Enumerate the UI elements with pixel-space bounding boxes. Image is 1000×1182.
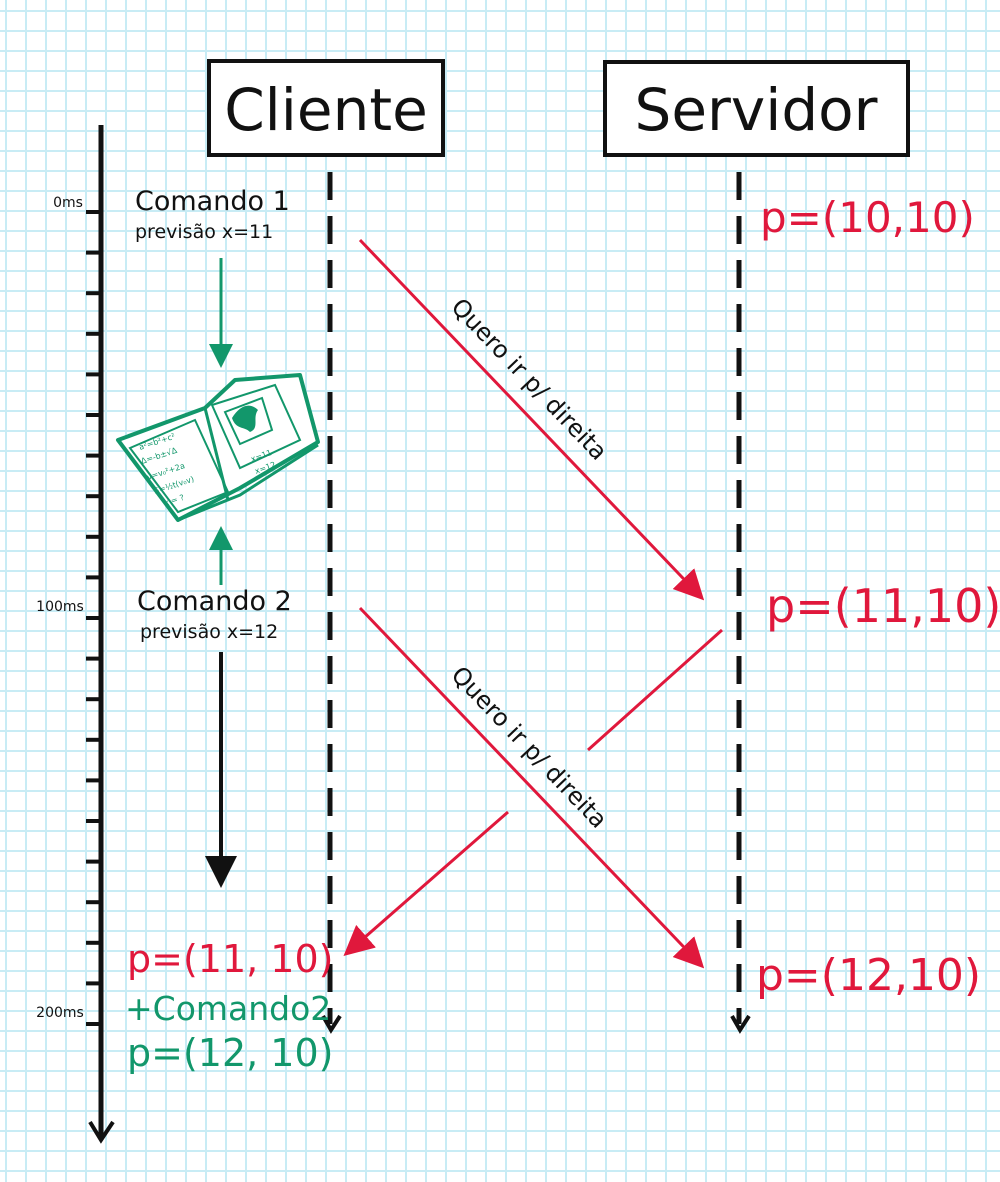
time-axis-ticks — [86, 210, 101, 1026]
command-1-label: Comando 1 — [135, 186, 290, 217]
request-1-label: Quero ir p/ direita — [446, 293, 613, 466]
client-lane-header: Cliente — [207, 59, 445, 157]
server-state-1: p=(11,10) — [766, 579, 1000, 633]
server-state-2: p=(12,10) — [756, 950, 981, 1001]
client-final-state: p=(12, 10) — [127, 1031, 333, 1075]
open-book-with-dragon-icon: a²=b²+c² Δ=-b±√Δ v=v₀²+2a S=½t(v₀v) x = … — [116, 373, 320, 522]
prediction-2-label: previsão x=12 — [140, 621, 278, 643]
server-lifeline-arrow-icon — [730, 1014, 751, 1034]
prediction-1-label: previsão x=11 — [135, 221, 273, 243]
tick-label-0ms: 0ms — [53, 195, 83, 211]
client-lifeline-arrow-icon — [321, 1014, 342, 1034]
response-arrow-segment-2 — [343, 810, 509, 956]
command-2-label: Comando 2 — [137, 586, 292, 617]
client-reapply-command: +Comando2 — [125, 989, 331, 1028]
request-2-arrow — [358, 606, 705, 969]
time-axis-arrow-icon — [88, 1120, 115, 1144]
request-2-label: Quero ir p/ direita — [446, 661, 613, 834]
tick-label-200ms: 200ms — [36, 1005, 84, 1021]
server-label: Servidor — [635, 76, 878, 144]
time-axis: 0ms 100ms 200ms — [36, 125, 115, 1144]
request-1-arrow — [358, 238, 705, 601]
client-received-state: p=(11, 10) — [127, 937, 333, 981]
server-lane-header: Servidor — [603, 60, 910, 157]
client-label: Cliente — [224, 76, 428, 144]
server-state-0: p=(10,10) — [760, 193, 975, 242]
tick-label-100ms: 100ms — [36, 599, 84, 615]
response-arrow-segment-1 — [586, 628, 724, 752]
